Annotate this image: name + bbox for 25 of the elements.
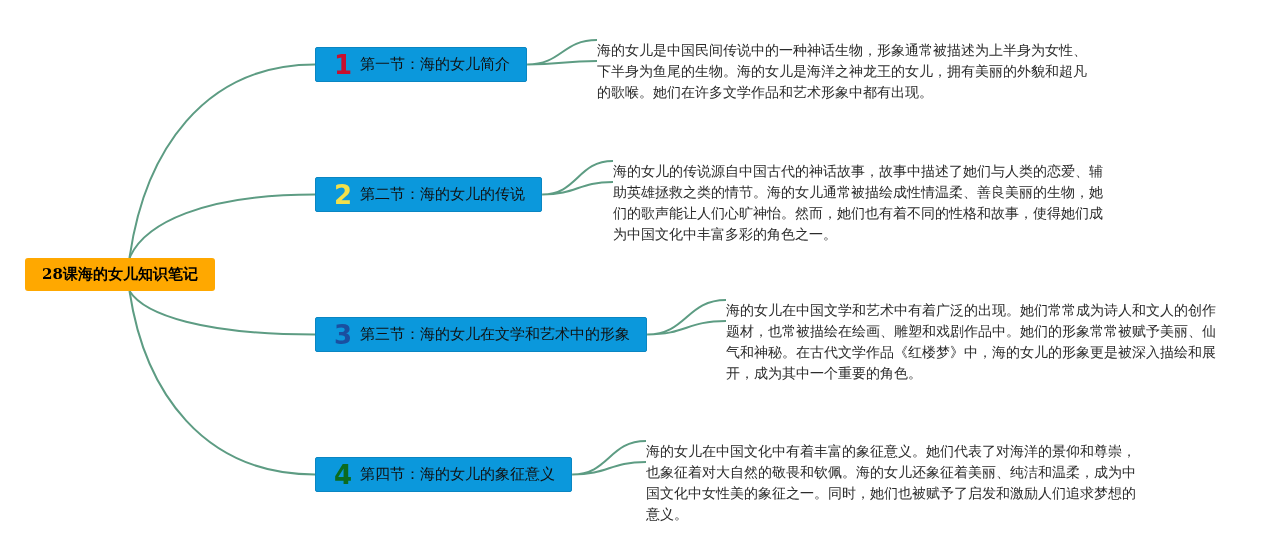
branch-connector	[128, 290, 316, 336]
branch-connector	[571, 440, 647, 476]
number-label: 3	[334, 321, 353, 348]
section-title: 第一节：海的女儿简介	[360, 57, 511, 72]
section-title: 第二节：海的女儿的传说	[360, 187, 526, 202]
note-text: 海的女儿的传说源自中国古代的神话故事，故事中描述了她们与人类的恋爱、辅助英雄拯救之类的情节。海的女儿通常被描绘成性情温柔、善良美丽的生物，她们的歌声能让人们心旷神怡。然而，她们也有着不同的性格和故事，使得她们成为中国文化中丰富多彩的角色之一。	[613, 161, 1109, 245]
note-text: 海的女儿是中国民间传说中的一种神话生物，形象通常被描述为上半身为女性、下半身为鱼尾的生物。海的女儿是海洋之神龙王的女儿，拥有美丽的外貌和超凡的歌喉。她们在许多文学作品和艺术形象中都有出现。	[597, 40, 1093, 103]
branch-connector	[128, 290, 316, 476]
section-topic-box	[315, 457, 573, 492]
note-text: 海的女儿在中国文化中有着丰富的象征意义。她们代表了对海洋的景仰和尊崇，也象征着对大自然的敬畏和钦佩。海的女儿还象征着美丽、纯洁和温柔，成为中国文化中女性美的象征之一。同时，她们也被赋予了启发和激励人们追求梦想的意义。	[646, 441, 1142, 525]
section-topic-box	[315, 317, 648, 352]
branch-connector	[526, 39, 598, 66]
section-topic-box	[315, 177, 543, 212]
section-title: 第四节：海的女儿的象征意义	[360, 467, 556, 482]
branch-connector	[128, 63, 316, 259]
note-text: 海的女儿在中国文学和艺术中有着广泛的出现。她们常常成为诗人和文人的创作题材，也常被描绘在绘画、雕塑和戏剧作品中。她们的形象常常被赋予美丽、仙气和神秘。在古代文学作品《红楼梦》中，海的女儿的形象更是被深入描绘和展开，成为其中一个重要的角色。	[726, 300, 1222, 384]
number-label: 1	[334, 51, 353, 78]
branch-connector	[128, 193, 316, 259]
section-title: 第三节：海的女儿在文学和艺术中的形象	[360, 327, 631, 342]
section-topic-box	[315, 47, 528, 82]
branch-connector	[541, 160, 614, 196]
root-topic-box: 28课海的女儿知识笔记	[25, 258, 215, 291]
number-label: 2	[334, 181, 353, 208]
branch-connector	[646, 299, 727, 336]
number-label: 4	[334, 461, 353, 488]
